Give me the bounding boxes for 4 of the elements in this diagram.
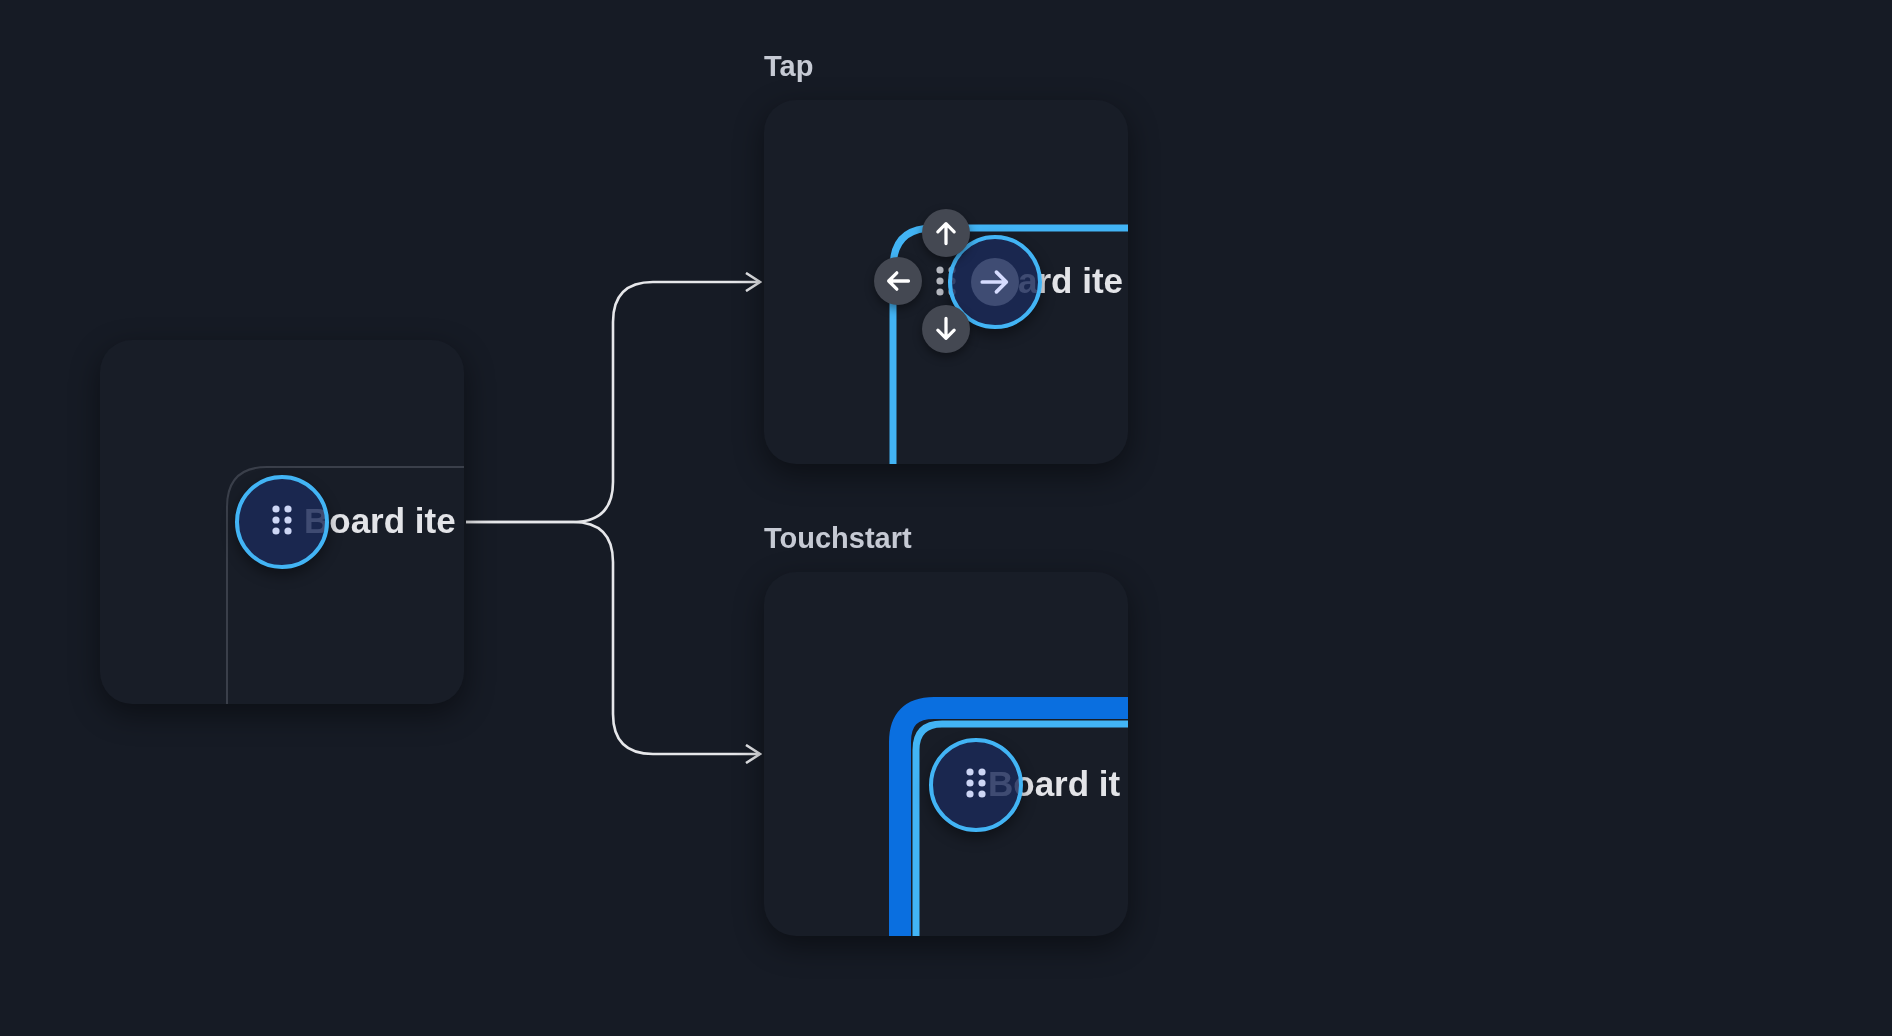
card-panel — [100, 340, 464, 704]
card-heading: Tap — [764, 50, 814, 83]
branch-arrow — [466, 520, 762, 765]
card-heading: Touchstart — [764, 522, 912, 555]
